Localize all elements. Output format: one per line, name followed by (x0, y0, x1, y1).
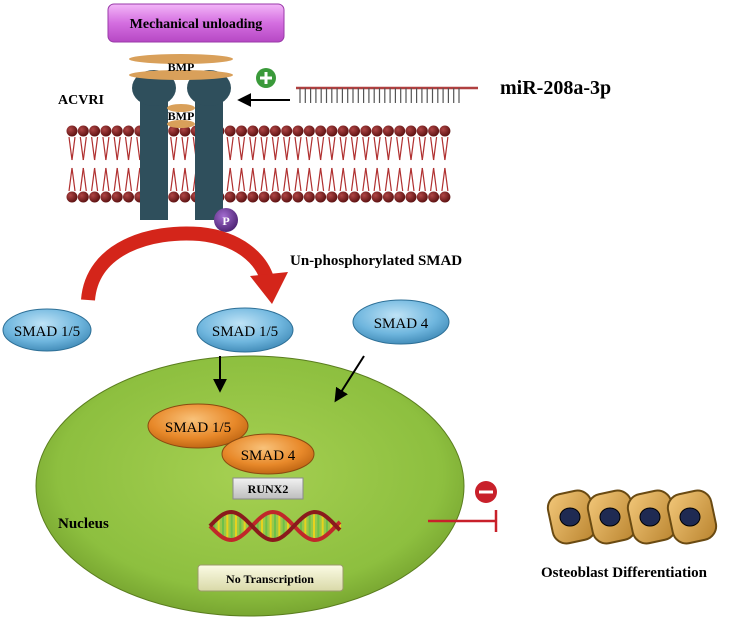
mechanical-unloading-box: Mechanical unloading (107, 3, 285, 43)
acvri-label: ACVRI (58, 93, 104, 108)
smad15-mid: SMAD 1/5 (196, 307, 294, 353)
phosphate-group: P (214, 208, 238, 232)
smad4-nuclear-label: SMAD 4 (241, 448, 296, 464)
smad4-nuclear: SMAD 4 (221, 433, 315, 475)
bmp-ligand-bottom: BMP (167, 104, 195, 128)
activate-icon (256, 68, 276, 88)
smad15-left: SMAD 1/5 (2, 308, 92, 352)
no-transcription-label: No Transcription (226, 572, 314, 586)
nucleus-label: Nucleus (58, 516, 109, 532)
bmp-ligand-top: BMP (129, 54, 233, 80)
smad4-cytoplasm-label: SMAD 4 (374, 316, 429, 332)
osteoblast-differentiation-label: Osteoblast Differentiation (541, 565, 708, 581)
phosphate-label: P (222, 214, 229, 228)
mirna-label: miR-208a-3p (500, 77, 611, 99)
dna-helix (208, 509, 342, 543)
smad4-entry-arrow (334, 355, 365, 403)
bmp-top-label: BMP (168, 60, 195, 74)
no-transcription-box: No Transcription (197, 564, 344, 592)
bmp-bottom-label: BMP (168, 109, 195, 123)
runx2-box: RUNX2 (232, 477, 304, 500)
unphosphorylated-smad-label: Un-phosphorylated SMAD (290, 253, 462, 269)
smad15-left-label: SMAD 1/5 (14, 324, 80, 340)
smad15-nuclear: SMAD 1/5 (147, 403, 249, 449)
mechanical-unloading-label: Mechanical unloading (130, 17, 263, 32)
cell-membrane (66, 125, 451, 203)
smad4-cytoplasm: SMAD 4 (352, 299, 450, 345)
phosphorylation-curve-arrow (81, 226, 288, 304)
mirna-strand (296, 86, 478, 103)
osteoblast-cells (546, 489, 718, 545)
inhibit-icon (475, 481, 497, 503)
runx2-label: RUNX2 (248, 482, 289, 496)
smad15-mid-label: SMAD 1/5 (212, 324, 278, 340)
inhibition-line (428, 510, 498, 532)
smad15-nuclear-label: SMAD 1/5 (165, 420, 231, 436)
